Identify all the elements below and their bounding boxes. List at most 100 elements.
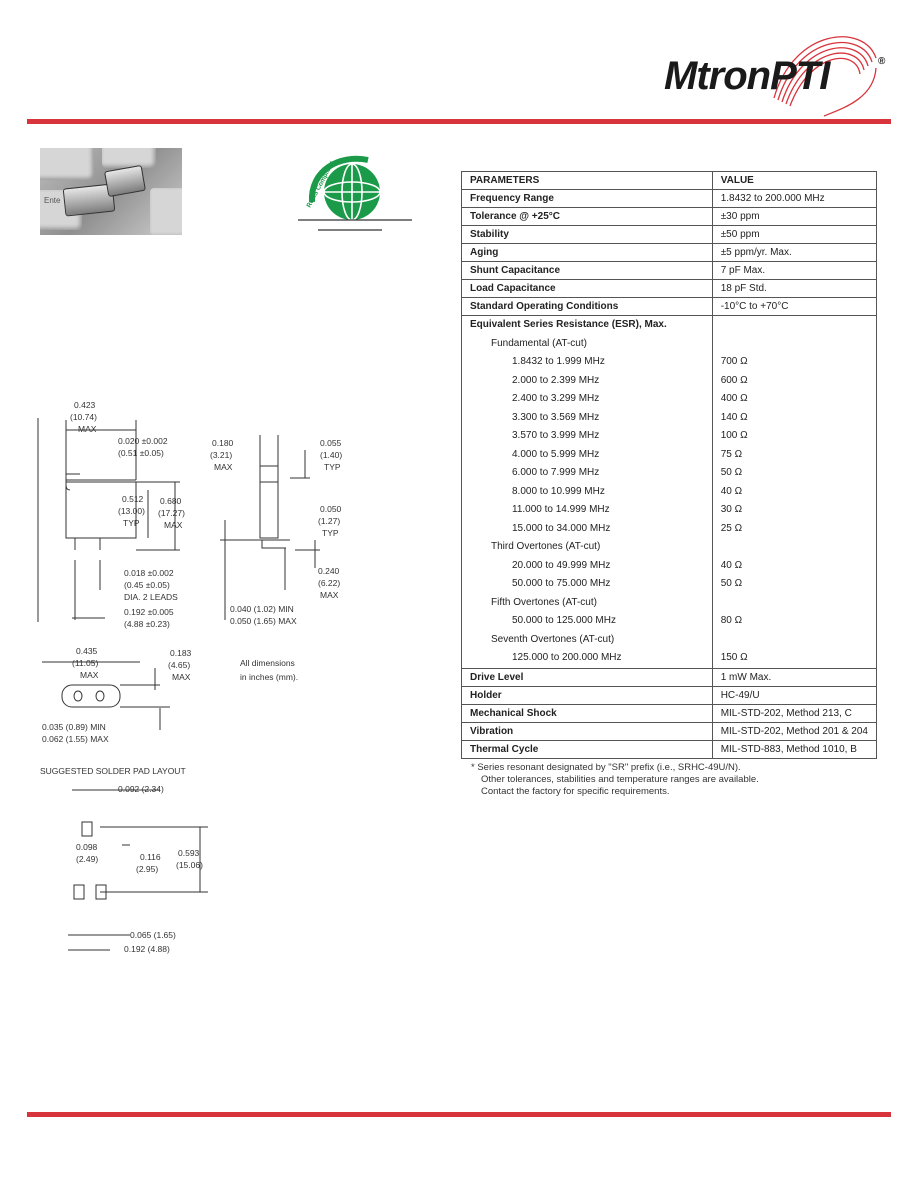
esr-range: 2.400 to 3.299 MHz: [461, 390, 713, 409]
dim-label: 0.593: [178, 848, 200, 858]
dim-label: MAX: [164, 520, 183, 530]
dim-label: (0.51 ±0.05): [118, 448, 164, 458]
dim-label: 0.192 ±0.005: [124, 607, 174, 617]
product-photo: Ente: [40, 148, 182, 235]
table-row: Tolerance @ +25°C±30 ppm: [461, 207, 878, 226]
row-param: Load Capacitance: [461, 279, 713, 298]
esr-value: 50 Ω: [711, 575, 878, 594]
row-value: 18 pF Std.: [711, 279, 878, 298]
esr-title: Equivalent Series Resistance (ESR), Max.: [461, 315, 713, 335]
dim-label: 0.050 (1.65) MAX: [230, 616, 297, 626]
dim-label: 0.423: [74, 400, 96, 410]
footnote: * Series resonant designated by "SR" pre…: [471, 762, 759, 798]
dim-label: (2.49): [76, 854, 98, 864]
dim-label: (1.40): [320, 450, 342, 460]
dim-label: 0.050: [320, 504, 342, 514]
logo-wordmark: MtronPTI: [664, 54, 830, 98]
esr-group-row: Fifth Overtones (AT-cut): [461, 593, 878, 612]
logo-swoosh-icon: [773, 36, 877, 117]
dim-label: (3.21): [210, 450, 232, 460]
key-label: Ente: [44, 196, 61, 205]
dim-label: (2.95): [136, 864, 158, 874]
esr-range: 11.000 to 14.999 MHz: [461, 501, 713, 520]
esr-range: 6.000 to 7.999 MHz: [461, 464, 713, 483]
row-value: ±50 ppm: [711, 225, 878, 244]
dim-label: (4.88 ±0.23): [124, 619, 170, 629]
header-parameters: PARAMETERS: [461, 171, 713, 190]
row-param: Shunt Capacitance: [461, 261, 713, 280]
row-value: HC-49/U: [711, 686, 878, 705]
esr-range: 8.000 to 10.999 MHz: [461, 482, 713, 501]
dim-label: (11.05): [72, 658, 98, 668]
dim-label: 0.020 ±0.002: [118, 436, 168, 446]
dim-label: 0.040 (1.02) MIN: [230, 604, 294, 614]
footnote-line: Other tolerances, stabilities and temper…: [481, 774, 759, 785]
esr-value: 75 Ω: [711, 445, 878, 464]
table-header-row: PARAMETERS VALUE: [461, 171, 878, 190]
esr-range: 15.000 to 34.000 MHz: [461, 519, 713, 538]
row-param: Standard Operating Conditions: [461, 297, 713, 316]
esr-value: 400 Ω: [711, 390, 878, 409]
registered-mark: ®: [878, 56, 886, 67]
dim-label: 0.183: [170, 648, 192, 658]
esr-value: 30 Ω: [711, 501, 878, 520]
row-param: Tolerance @ +25°C: [461, 207, 713, 226]
dim-label: TYP: [123, 518, 140, 528]
dim-label: TYP: [322, 528, 339, 538]
esr-range: 50.000 to 125.000 MHz: [461, 612, 713, 631]
dim-label: DIA. 2 LEADS: [124, 592, 178, 602]
row-value: MIL-STD-883, Method 1010, B: [711, 740, 878, 759]
esr-range: 4.000 to 5.999 MHz: [461, 445, 713, 464]
esr-group-row: Seventh Overtones (AT-cut): [461, 630, 878, 649]
dim-label: 0.035 (0.89) MIN: [42, 722, 106, 732]
dim-label: (4.65): [168, 660, 190, 670]
row-param: Stability: [461, 225, 713, 244]
dim-label: MAX: [78, 424, 97, 434]
esr-value: 50 Ω: [711, 464, 878, 483]
dim-label: 0.512: [122, 494, 144, 504]
dim-label: (0.45 ±0.05): [124, 580, 170, 590]
row-value: MIL-STD-202, Method 213, C: [711, 704, 878, 723]
crystal-image: [104, 164, 146, 198]
row-param: Aging: [461, 243, 713, 262]
esr-value: 40 Ω: [711, 556, 878, 575]
units-note: in inches (mm).: [240, 672, 298, 682]
dim-label: MAX: [80, 670, 99, 680]
table-row: Standard Operating Conditions-10°C to +7…: [461, 297, 878, 316]
dim-label: 0.092 (2.34): [118, 784, 164, 794]
esr-group-row: Fundamental (AT-cut): [461, 334, 878, 353]
row-param: Holder: [461, 686, 713, 705]
row-value: 1.8432 to 200.000 MHz: [711, 189, 878, 208]
esr-value: 150 Ω: [711, 649, 878, 669]
dim-label: 0.435: [76, 646, 98, 656]
row-param: Vibration: [461, 722, 713, 741]
dim-label: (10.74): [70, 412, 97, 422]
dim-label: 0.055: [320, 438, 342, 448]
units-note: All dimensions: [240, 658, 295, 668]
esr-range: 50.000 to 75.000 MHz: [461, 575, 713, 594]
row-value: ±30 ppm: [711, 207, 878, 226]
dim-label: 0.180: [212, 438, 234, 448]
esr-value: 80 Ω: [711, 612, 878, 631]
row-value: -10°C to +70°C: [711, 297, 878, 316]
row-value: ±5 ppm/yr. Max.: [711, 243, 878, 262]
row-param: Mechanical Shock: [461, 704, 713, 723]
esr-group-name: Third Overtones (AT-cut): [461, 538, 713, 557]
esr-range: 1.8432 to 1.999 MHz: [461, 353, 713, 372]
